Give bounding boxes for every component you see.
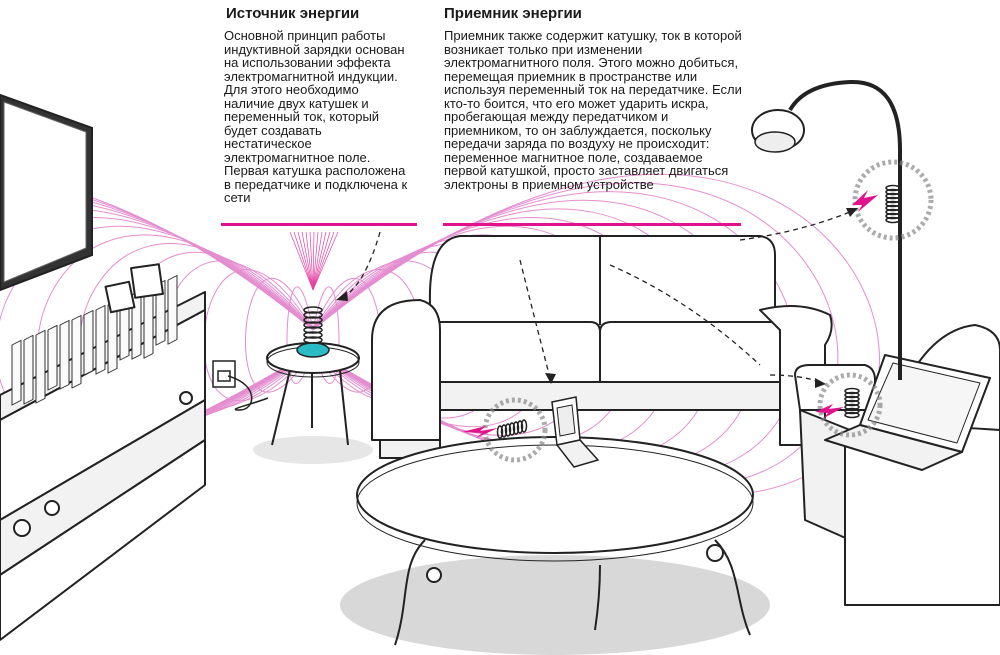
floor-lamp	[751, 79, 902, 380]
coffee-table	[356, 436, 754, 646]
coil-turn	[885, 216, 901, 224]
coil-turn	[885, 204, 901, 212]
receiver-coil	[885, 184, 901, 224]
receiver-rings	[482, 159, 934, 463]
bookshelf	[0, 263, 206, 641]
coil-turn	[844, 411, 860, 419]
transmitter	[289, 231, 339, 358]
field-ray	[312, 231, 315, 291]
coil-turn	[508, 422, 516, 436]
phone	[551, 396, 600, 468]
field-ray	[301, 231, 314, 291]
book	[11, 339, 22, 406]
spark-icon	[462, 190, 878, 438]
coil-turn	[496, 425, 504, 439]
field-ray	[312, 231, 323, 291]
coil-turn	[303, 311, 323, 319]
coil-turn	[512, 421, 520, 435]
coil-turn	[885, 196, 901, 204]
field-ray	[293, 231, 314, 291]
coil-turn	[885, 200, 901, 208]
receiver-text: Приемник также содержит катушку, ток в к…	[444, 28, 742, 192]
book	[95, 304, 106, 375]
coil-turn	[520, 419, 528, 433]
source-underline	[221, 223, 417, 226]
coil-turn	[885, 192, 901, 200]
receiver-underline	[443, 223, 741, 226]
coil-turn	[303, 306, 323, 314]
field-ray	[309, 231, 314, 291]
coil-turn	[844, 407, 860, 415]
coil-turn	[885, 212, 901, 220]
coil-turn	[844, 399, 860, 407]
field-ray	[312, 231, 339, 291]
book	[35, 329, 46, 404]
source-text: Основной принцип работы индуктивной заря…	[224, 28, 408, 205]
coil-turn	[844, 403, 860, 411]
coil-turn	[303, 321, 323, 329]
receiver-coil	[496, 419, 528, 439]
power-socket	[212, 360, 269, 411]
coil-turn	[303, 316, 323, 324]
field-ray	[289, 231, 314, 291]
book	[23, 334, 34, 405]
field-ray	[297, 231, 314, 291]
book	[71, 314, 82, 389]
coil-turn	[303, 336, 323, 344]
book	[59, 319, 70, 390]
coil-turn	[844, 395, 860, 403]
side-table	[266, 342, 360, 446]
table-shadow	[340, 555, 770, 655]
sofa	[371, 235, 833, 459]
field-ray	[312, 231, 319, 291]
coil-turn	[885, 188, 901, 196]
coil-turn	[303, 331, 323, 339]
coil-turn	[500, 424, 508, 438]
book	[83, 309, 94, 376]
coil-turn	[303, 326, 323, 334]
coil-turn	[844, 387, 860, 395]
book	[47, 324, 58, 391]
field-ray	[312, 231, 331, 291]
book	[167, 274, 178, 345]
coil-turn	[885, 208, 901, 216]
coil-turn	[504, 423, 512, 437]
coil-turn	[844, 391, 860, 399]
arrowheads	[336, 208, 858, 388]
field-ray	[305, 231, 314, 291]
source-title: Источник энергии	[226, 5, 360, 22]
stool-shadow	[253, 436, 373, 464]
field-ray	[312, 231, 335, 291]
receiver-coil	[844, 387, 860, 419]
tv	[0, 93, 93, 292]
receiver-title: Приемник энергии	[444, 5, 582, 22]
laptop	[824, 354, 991, 471]
field-ray	[312, 231, 327, 291]
coil-turn	[516, 420, 524, 434]
coil-turn	[885, 184, 901, 192]
